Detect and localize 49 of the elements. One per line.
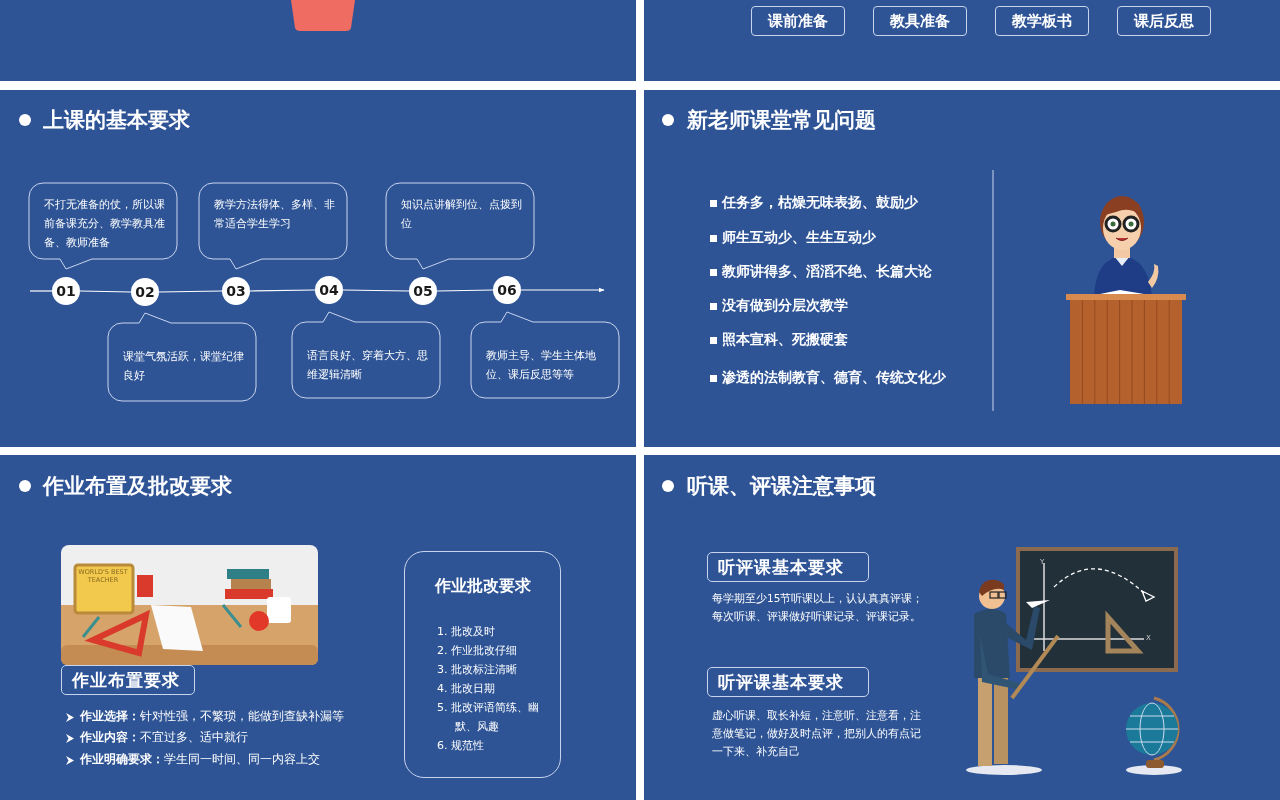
connector-line — [342, 289, 410, 292]
bullet-text: 教师讲得多、滔滔不绝、长篇大论 — [722, 263, 932, 281]
list-item: 2. 作业批改仔细 — [437, 643, 518, 659]
connector-line — [436, 289, 494, 292]
connector-line — [79, 290, 132, 293]
section-heading: 听课、评课注意事项 — [687, 473, 876, 500]
card — [404, 551, 561, 778]
bubble-text: 教学方法得体、多样、非常适合学生学习 — [214, 197, 336, 232]
list-item: 4. 批改日期 — [437, 681, 496, 697]
bullet-text: 渗透的法制教育、德育、传统文化少 — [722, 369, 946, 387]
speech-bubble — [29, 183, 177, 269]
paragraph: 虚心听课、取长补短，注意听、注意看，注意做笔记，做好及时点评，把别人的有点记一下来、补充自己 — [712, 708, 922, 759]
bubble-text: 教师主导、学生主体地位、课后反思等等 — [486, 348, 597, 383]
speech-bubble — [292, 312, 440, 398]
bullet-text: 没有做到分层次教学 — [722, 297, 848, 315]
tag-button: 教具准备 — [873, 6, 967, 36]
connector-line — [249, 289, 316, 292]
tag-button: 课后反思 — [1117, 6, 1211, 36]
list-item: 3. 批改标注清晰 — [437, 662, 518, 678]
section-heading: 新老师课堂常见问题 — [687, 107, 876, 134]
bubble-text: 不打无准备的仗，所以课前备课充分、教学教具准备、教师准备 — [44, 197, 166, 251]
paragraph: 每学期至少15节听课以上，认认真真评课；每次听课、评课做好听课记录、评课记录。 — [712, 591, 924, 624]
connector-line — [158, 290, 223, 293]
tag-button: 课前准备 — [751, 6, 845, 36]
list-item: 1. 批改及时 — [437, 624, 496, 640]
bubble-text: 课堂气氛活跃，课堂纪律良好 — [123, 349, 245, 384]
heading-tag: 听评课基本要求 — [707, 667, 869, 697]
connector-line — [29, 290, 53, 292]
speech-bubble — [471, 312, 619, 398]
speech-bubble — [108, 313, 256, 401]
list-item: 6. 规范性 — [437, 738, 485, 754]
bullet-text: 师生互动少、生生互动少 — [722, 229, 876, 247]
arrow — [520, 287, 605, 293]
section-heading: 上课的基本要求 — [43, 107, 190, 134]
list-item: 5. 批改评语简练、幽默、风趣 — [437, 700, 540, 735]
speech-bubble — [199, 183, 347, 269]
bullet-text: 作业明确要求：学生同一时间、同一内容上交 — [80, 752, 320, 767]
heading-tag: 听评课基本要求 — [707, 552, 869, 582]
bullet-text: 作业选择：针对性强，不繁琐，能做到查缺补漏等 — [80, 709, 344, 724]
bullet-text: 作业内容：不宜过多、适中就行 — [80, 730, 248, 745]
section-heading: 作业布置及批改要求 — [43, 473, 232, 500]
tag-button: 教学板书 — [995, 6, 1089, 36]
speech-bubble — [386, 183, 534, 269]
bubble-text: 知识点讲解到位、点拨到位 — [401, 197, 523, 232]
bubble-text: 语言良好、穿着大方、思维逻辑清晰 — [307, 348, 429, 383]
heading-tag: 作业布置要求 — [61, 665, 195, 695]
bullet-text: 照本宣科、死搬硬套 — [722, 331, 848, 349]
bullet-text: 任务多，枯燥无味表扬、鼓励少 — [722, 194, 918, 212]
card-heading: 作业批改要求 — [433, 576, 532, 597]
